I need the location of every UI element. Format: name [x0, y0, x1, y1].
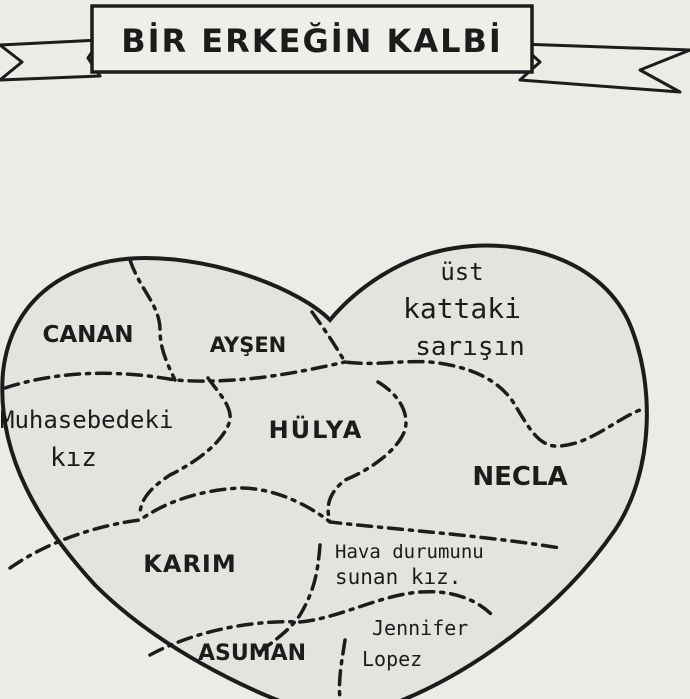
label-muhasebe-line2: kız — [50, 443, 97, 473]
label-jennifer-line2: Lopez — [362, 647, 422, 671]
label-hava-line2: sunan kız. — [335, 565, 461, 589]
label-ust-line2: kattaki — [403, 292, 521, 325]
boundary-asuman-jennifer — [337, 638, 347, 699]
banner-right-ribbon — [518, 42, 690, 94]
label-karim: KARIM — [143, 550, 236, 578]
region-labels: CANAN AYŞEN üst kattaki sarışın Muhasebe… — [0, 258, 568, 671]
title-banner: BİR ERKEĞİN KALBİ — [0, 4, 690, 94]
label-ust-line3: sarışın — [415, 332, 525, 362]
boundary-bottom — [148, 589, 494, 657]
boundary-hulya-necla — [326, 380, 408, 524]
boundary-top-row — [3, 360, 347, 390]
label-canan: CANAN — [43, 322, 134, 348]
region-boundaries — [3, 258, 642, 699]
label-jennifer-line1: Jennifer — [372, 616, 468, 640]
boundary-muhasebe-hulya — [138, 376, 232, 517]
label-aysen: AYŞEN — [210, 333, 287, 357]
boundary-middle — [8, 486, 562, 570]
label-ust-line1: üst — [440, 258, 483, 286]
label-necla: NECLA — [472, 462, 567, 492]
label-muhasebe-line1: Muhasebedeki — [0, 406, 173, 434]
heart-outline — [0, 243, 649, 699]
boundary-karim-hava — [258, 543, 322, 654]
boundary-canan-aysen — [128, 258, 177, 382]
label-hulya: HÜLYA — [269, 414, 364, 444]
banner-box — [90, 4, 534, 74]
banner-left-ribbon — [0, 38, 102, 82]
label-hava-line1: Hava durumunu — [335, 541, 484, 563]
banner-title: BİR ERKEĞİN KALBİ — [121, 21, 503, 60]
label-asuman: ASUMAN — [198, 641, 306, 666]
boundary-right-top — [310, 310, 642, 448]
